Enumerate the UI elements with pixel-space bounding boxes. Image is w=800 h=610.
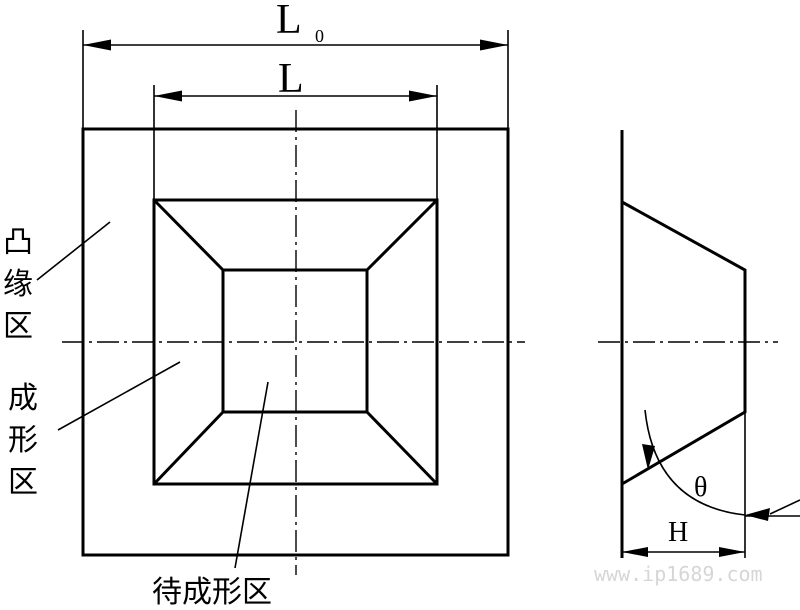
dimension-angle: θ bbox=[642, 409, 800, 521]
arrow-head bbox=[642, 444, 655, 470]
svg-text:成: 成 bbox=[8, 381, 38, 416]
leader-line-flange bbox=[36, 221, 111, 281]
dimension-label-overall-width: L bbox=[276, 0, 302, 43]
leader-line-forming bbox=[57, 361, 181, 431]
unformed-inner-outline bbox=[221, 268, 369, 414]
arrow-head bbox=[745, 508, 770, 521]
svg-text:区: 区 bbox=[8, 465, 38, 500]
dimension-label-height: H bbox=[668, 517, 688, 548]
arrow-head bbox=[622, 547, 648, 557]
dimension-label-inner-width: L bbox=[278, 56, 304, 102]
label-flange-zone: 凸 缘 区 bbox=[3, 225, 33, 344]
dimension-inner-width: L bbox=[154, 56, 437, 102]
svg-text:缘: 缘 bbox=[3, 267, 33, 302]
svg-text:凸: 凸 bbox=[3, 225, 33, 260]
leader-line-unformed bbox=[234, 381, 269, 569]
corner-line-top-left bbox=[152, 198, 225, 272]
arrow-head bbox=[480, 39, 508, 51]
svg-text:形: 形 bbox=[8, 423, 38, 458]
dimension-subscript-overall-width: 0 bbox=[315, 26, 324, 46]
plan-view: L 0 L 凸 缘 区 成 形 区 待成形区 bbox=[3, 0, 525, 610]
dimension-height: H bbox=[622, 517, 745, 557]
dimension-label-angle: θ bbox=[694, 472, 707, 503]
svg-text:区: 区 bbox=[3, 309, 33, 344]
label-forming-zone: 成 形 区 bbox=[8, 381, 38, 500]
section-profile-upper bbox=[621, 200, 747, 486]
dimension-overall-width: L 0 bbox=[83, 0, 508, 51]
watermark-text: www.ip1689.com bbox=[594, 562, 763, 586]
corner-line-bottom-right bbox=[365, 410, 439, 486]
corner-line-bottom-left bbox=[152, 410, 225, 486]
arrow-head bbox=[154, 90, 182, 102]
section-view: H θ bbox=[598, 130, 800, 558]
corner-line-top-right bbox=[365, 198, 439, 272]
arrow-head bbox=[409, 90, 437, 102]
arrow-head bbox=[83, 39, 111, 51]
label-unformed-zone: 待成形区 bbox=[152, 575, 272, 610]
arrow-head bbox=[719, 547, 745, 557]
